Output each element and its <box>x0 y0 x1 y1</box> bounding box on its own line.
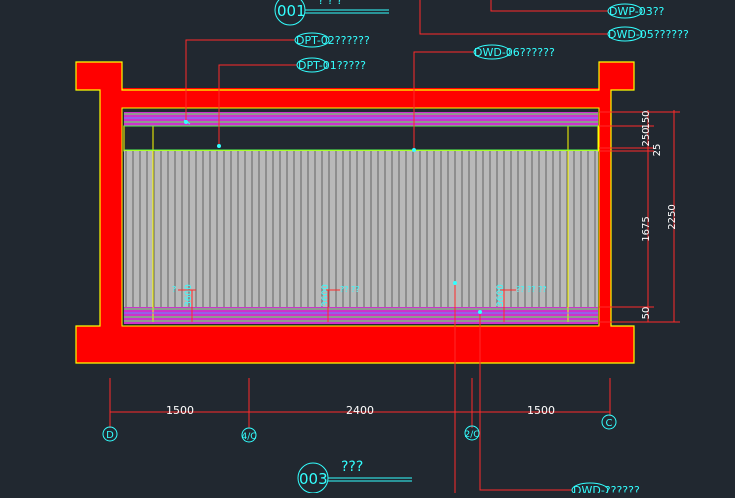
grid-axis-2c[interactable]: 2/C <box>464 425 480 441</box>
drawing-title-top[interactable]: 001 ? ? ? <box>274 0 389 26</box>
dim-2400: 2400 <box>346 404 374 417</box>
grid-axis-4c[interactable]: 4/C <box>241 427 257 443</box>
leader-dwd05 <box>419 0 608 35</box>
wall-right <box>599 88 611 328</box>
right-dimensions: 150 250 25 1675 50 2250 <box>599 110 680 323</box>
drawing-title-bottom[interactable]: 003 ??? <box>297 459 412 494</box>
leader-dwd-bottom <box>479 312 572 491</box>
leader-dpt01 <box>218 64 297 146</box>
dim-1675: 1675 <box>641 216 652 241</box>
tag-dwd06-label: DWD-06?????? <box>474 46 555 59</box>
tag-bubble <box>294 32 330 48</box>
bottom-dimensions: 1500 2400 1500 <box>109 378 611 428</box>
note-q2: ?? ?? <box>340 285 360 294</box>
callout-dwp03[interactable]: DWP-03?? <box>607 3 665 19</box>
title-top-number: 001 <box>277 2 306 20</box>
note-3600-mid: 3600 <box>321 284 331 307</box>
louver-field <box>124 151 598 307</box>
louver-lines <box>125 151 596 307</box>
marker-dot-4 <box>453 281 457 285</box>
axis-bubble <box>601 414 617 430</box>
grid-axis-c[interactable]: C <box>601 414 617 430</box>
tag-dwd-bottom-label: DWD-?????? <box>573 484 640 493</box>
axis-bubble <box>464 425 480 441</box>
callout-dwd06[interactable]: DWD-06?????? <box>473 44 555 60</box>
note-3600-right: 3600 <box>496 284 506 307</box>
louver-notes: 3600 3600 3600 ? ?? ?? ?? ?? ?? <box>172 284 547 322</box>
marker-dot-3 <box>412 148 416 152</box>
axis-4c-label: 4/C <box>241 432 256 442</box>
marker-dot-2 <box>217 144 221 148</box>
callout-dwd05[interactable]: DWD-05?????? <box>607 26 689 42</box>
callout-dpt01[interactable]: DPT-01????? <box>296 57 366 73</box>
leader-dwp03 <box>490 0 608 12</box>
tag-bubble <box>473 44 511 60</box>
tag-bubble <box>296 57 328 73</box>
wall-left <box>100 88 122 328</box>
wall-top-left-cap <box>76 62 122 90</box>
ceiling-trim-band <box>124 112 598 126</box>
marker-dot-5 <box>478 310 482 314</box>
dim-2250: 2250 <box>667 204 678 229</box>
tag-bubble <box>607 3 643 19</box>
tag-bubble <box>607 26 643 42</box>
marker-dot-1 <box>184 120 188 124</box>
wall-top <box>100 88 611 108</box>
dim-1500-left: 1500 <box>166 404 194 417</box>
dim-25: 25 <box>652 144 663 157</box>
dim-250: 250 <box>641 127 652 146</box>
dim-50: 50 <box>641 307 652 320</box>
title-bottom-number: 003 <box>299 470 328 488</box>
trim-lines <box>124 113 598 322</box>
base-trim-band <box>124 307 598 324</box>
title-bottom-text: ??? <box>341 459 363 475</box>
wall-bottom <box>76 326 634 363</box>
tag-dwd05-label: DWD-05?????? <box>608 28 689 41</box>
grid-axis-d[interactable]: D <box>102 426 118 442</box>
axis-d-label: D <box>106 430 114 441</box>
leaders <box>183 0 608 493</box>
callout-dpt02[interactable]: DPT-02?????? <box>294 32 370 48</box>
tag-dwp03-label: DWP-03?? <box>609 5 665 18</box>
dim-1500-right: 1500 <box>527 404 555 417</box>
wall-top-right-cap <box>599 62 634 90</box>
note-q3: ?? ?? ?? <box>516 285 547 294</box>
title-top-text: ? ? ? <box>318 0 343 7</box>
axis-bubble <box>241 427 257 443</box>
callout-dwd-bottom[interactable]: DWD-?????? <box>571 482 640 498</box>
tag-dpt01-label: DPT-01????? <box>298 59 366 72</box>
leader-dpt02 <box>185 39 295 120</box>
note-q1: ? <box>172 285 176 294</box>
axis-bubble <box>102 426 118 442</box>
wall-outline <box>75 61 635 364</box>
panel-frame <box>121 107 600 327</box>
dim-150: 150 <box>641 110 652 129</box>
leader-dwd06 <box>413 51 474 150</box>
axis-2c-label: 2/C <box>464 430 479 440</box>
tag-dpt02-label: DPT-02?????? <box>296 34 370 47</box>
note-3600-left: 3600 <box>184 284 194 307</box>
axis-c-label: C <box>606 418 613 429</box>
